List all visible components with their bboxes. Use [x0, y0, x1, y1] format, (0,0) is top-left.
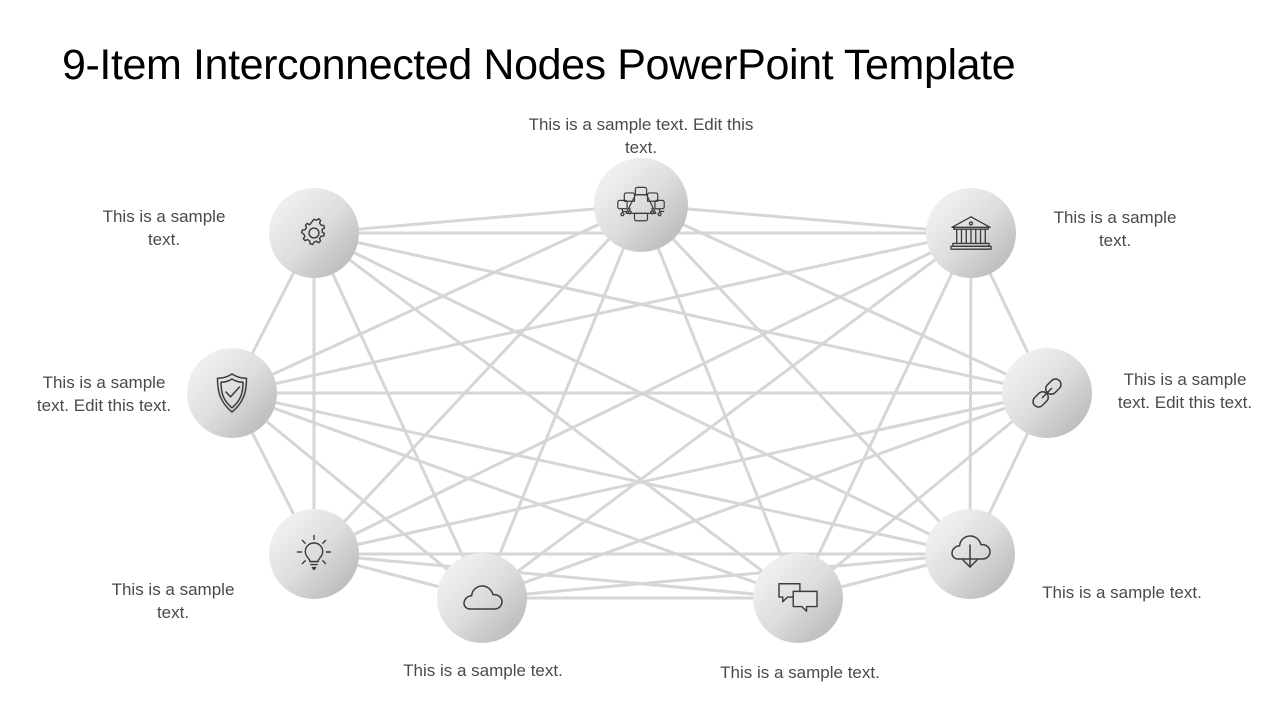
shield-check-icon	[212, 371, 252, 415]
lightbulb-icon	[294, 533, 334, 575]
label-mid-right: This is a sample text. Edit this text.	[1117, 370, 1253, 412]
meeting-table-icon	[615, 183, 667, 227]
node-link[interactable]	[1002, 348, 1092, 438]
node-gear[interactable]	[269, 188, 359, 278]
node-meeting[interactable]	[594, 158, 688, 252]
bank-icon	[949, 213, 993, 253]
cloud-icon	[459, 582, 505, 614]
chain-link-icon	[1027, 373, 1067, 413]
node-cloud[interactable]	[437, 553, 527, 643]
label-mid-left: This is a sample text. Edit this text.	[36, 373, 172, 415]
gear-icon	[295, 214, 333, 252]
label-bottom-left: This is a sample text.	[111, 580, 235, 622]
label-bottom-center-right: This is a sample text.	[720, 663, 880, 682]
cloud-download-icon	[947, 535, 993, 573]
label-top-center: This is a sample text. Edit this text.	[528, 115, 754, 157]
node-chat[interactable]	[753, 553, 843, 643]
page-title: 9-Item Interconnected Nodes PowerPoint T…	[62, 41, 1016, 89]
label-top-left: This is a sample text.	[102, 207, 226, 249]
node-cloud-download[interactable]	[925, 509, 1015, 599]
node-bulb[interactable]	[269, 509, 359, 599]
label-top-right: This is a sample text.	[1053, 208, 1177, 250]
node-bank[interactable]	[926, 188, 1016, 278]
node-shield[interactable]	[187, 348, 277, 438]
chat-bubbles-icon	[776, 579, 820, 617]
label-bottom-center-left: This is a sample text.	[403, 661, 563, 680]
label-bottom-right: This is a sample text.	[1042, 583, 1202, 602]
